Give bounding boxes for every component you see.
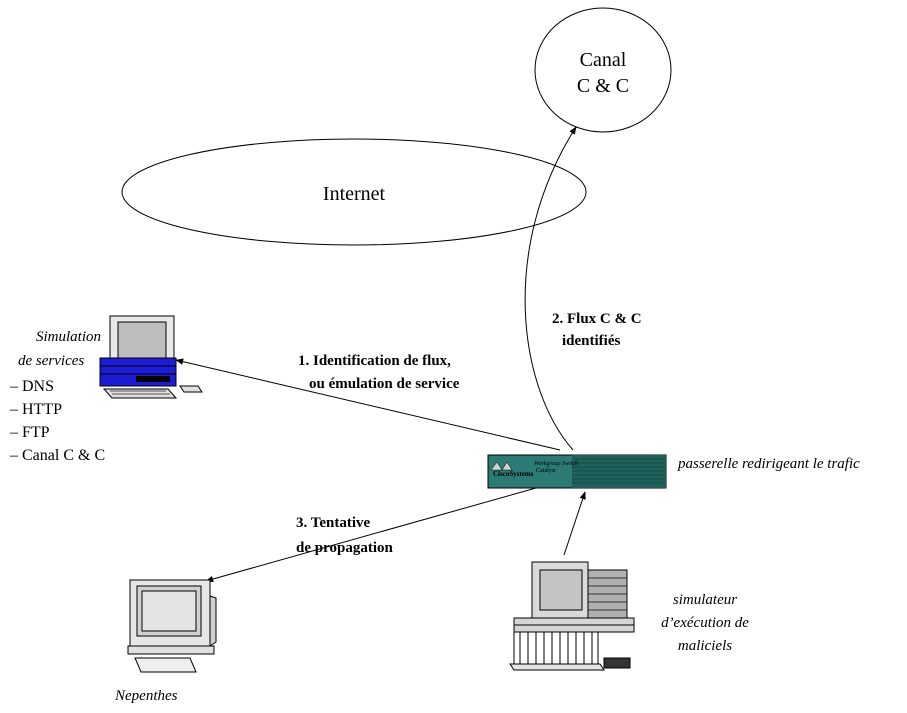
services-item-http: – HTTP: [9, 401, 62, 418]
flow-3-label-2: de propagation: [296, 540, 393, 556]
flow-1-label-2: ou émulation de service: [309, 376, 460, 392]
services-title-1: Simulation: [36, 329, 101, 345]
flow-2-label-1: 2. Flux C & C: [552, 311, 642, 327]
services-item-ftp: – FTP: [9, 424, 50, 441]
simulator-label-3: maliciels: [678, 638, 732, 654]
simulator-to-gateway-arrow: [563, 491, 586, 556]
simulator-label-1: simulateur: [673, 592, 737, 608]
services-title-2: de services: [18, 353, 84, 369]
flow-3-label-1: 3. Tentative: [296, 515, 371, 531]
gateway-caption: passerelle redirigeant le trafic: [677, 456, 860, 472]
services-computer-icon: [99, 315, 203, 399]
internet-label: Internet: [323, 183, 386, 205]
flow-1-label-1: 1. Identification de flux,: [298, 353, 451, 369]
cc-channel-label-2: C & C: [577, 75, 629, 97]
cisco-logo-icon: [490, 461, 513, 471]
nepenthes-label: Nepenthes: [114, 688, 178, 704]
cc-channel-node: Canal C & C: [534, 7, 672, 133]
nepenthes-computer-icon: [127, 579, 217, 673]
gateway-model-2: Catalyst: [536, 468, 556, 474]
gateway-model-1: Workgroup Switch: [534, 461, 578, 467]
gateway-switch: CiscoSystems Workgroup Switch Catalyst: [487, 454, 667, 489]
simulator-label-2: d’exécution de: [661, 615, 749, 631]
services-item-dns: – DNS: [9, 378, 54, 395]
flow-2-label-2: identifiés: [562, 333, 620, 349]
simulator-computer-icon: [509, 561, 635, 671]
gateway-brand: CiscoSystems: [493, 470, 534, 478]
flow-2-arrow: [524, 126, 577, 451]
cc-channel-label-1: Canal: [580, 49, 627, 71]
flow-3-arrow: [205, 487, 537, 583]
flow-1-arrow: [175, 358, 561, 451]
services-item-cc: – Canal C & C: [9, 447, 105, 464]
internet-cloud: Internet: [121, 138, 587, 246]
